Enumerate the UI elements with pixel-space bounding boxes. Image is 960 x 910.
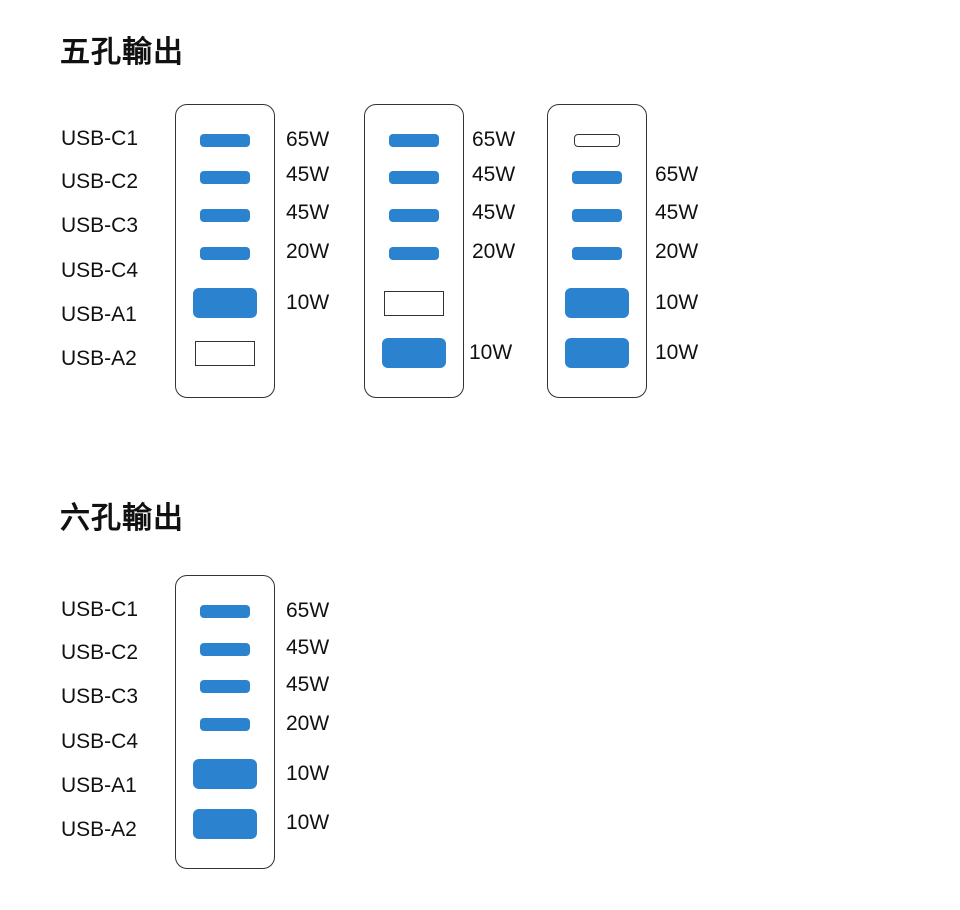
usb-a-port-active — [193, 809, 257, 839]
usb-a-port-active — [565, 338, 629, 368]
usb-a-port-active — [193, 759, 257, 789]
wattage-label: 45W — [655, 201, 699, 224]
usb-a-port-inactive — [195, 340, 255, 366]
usb-c-port-active — [200, 642, 250, 656]
usb-a-port-inactive — [384, 290, 444, 316]
port-label-usb-c4: USB-C4 — [61, 730, 139, 753]
port-label-usb-a1: USB-A1 — [61, 774, 137, 797]
port-label-usb-c4: USB-C4 — [61, 259, 139, 282]
usb-c-port-active — [200, 246, 250, 260]
port-label-usb-c1: USB-C1 — [61, 127, 139, 150]
usb-c-port-active — [200, 717, 250, 731]
wattage-label: 65W — [655, 163, 699, 186]
wattage-label: 20W — [655, 240, 699, 263]
usb-c-port-inactive — [574, 133, 620, 147]
wattage-label: 45W — [472, 201, 516, 224]
wattage-label: 45W — [286, 636, 330, 659]
usb-c-port-active — [389, 208, 439, 222]
usb-c-port-active — [389, 246, 439, 260]
port-label-usb-c3: USB-C3 — [61, 214, 139, 237]
wattage-label: 10W — [286, 762, 330, 785]
port-label-usb-a1: USB-A1 — [61, 303, 137, 326]
usb-c-port-active — [389, 170, 439, 184]
port-label-usb-c3: USB-C3 — [61, 685, 139, 708]
wattage-label: 20W — [286, 712, 330, 735]
port-label-usb-a2: USB-A2 — [61, 347, 137, 370]
usb-c-port-active — [200, 208, 250, 222]
usb-c-port-active — [200, 604, 250, 618]
wattage-label: 20W — [472, 240, 516, 263]
wattage-label: 65W — [472, 128, 516, 151]
usb-c-port-active — [389, 133, 439, 147]
wattage-label: 10W — [286, 291, 330, 314]
wattage-label: 45W — [286, 163, 330, 186]
wattage-label: 10W — [469, 341, 513, 364]
usb-a-port-active — [565, 288, 629, 318]
six-port-output-title: 六孔輸出 — [60, 501, 184, 536]
wattage-label: 45W — [472, 163, 516, 186]
usb-c-port-active — [572, 170, 622, 184]
port-label-usb-c2: USB-C2 — [61, 641, 139, 664]
usb-c-port-active — [572, 246, 622, 260]
usb-a-port-active — [193, 288, 257, 318]
usb-c-port-active — [200, 679, 250, 693]
wattage-label: 10W — [655, 291, 699, 314]
usb-a-port-active — [382, 338, 446, 368]
wattage-label: 45W — [286, 673, 330, 696]
five-port-output-title: 五孔輸出 — [60, 35, 184, 70]
wattage-label: 10W — [286, 811, 330, 834]
usb-c-port-active — [200, 170, 250, 184]
port-label-usb-c1: USB-C1 — [61, 598, 139, 621]
wattage-label: 20W — [286, 240, 330, 263]
port-label-usb-c2: USB-C2 — [61, 170, 139, 193]
usb-c-port-active — [572, 208, 622, 222]
wattage-label: 10W — [655, 341, 699, 364]
port-label-usb-a2: USB-A2 — [61, 818, 137, 841]
wattage-label: 45W — [286, 201, 330, 224]
wattage-label: 65W — [286, 599, 330, 622]
usb-c-port-active — [200, 133, 250, 147]
wattage-label: 65W — [286, 128, 330, 151]
